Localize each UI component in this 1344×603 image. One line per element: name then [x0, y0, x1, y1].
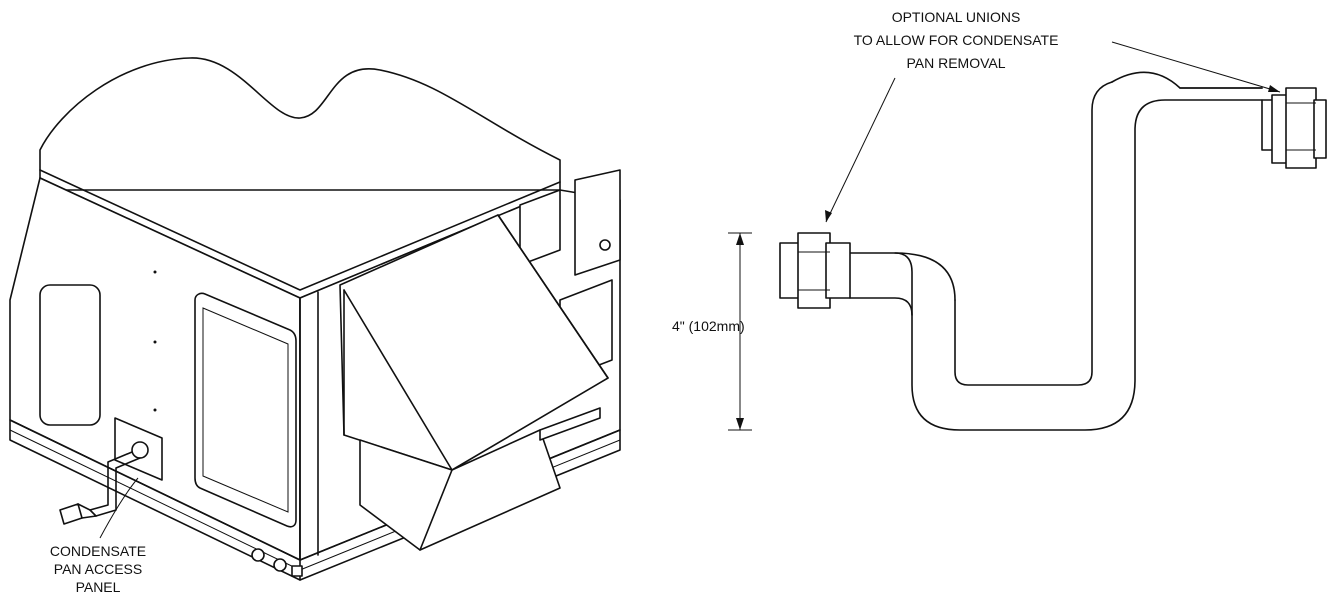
unit-break-line: [39, 57, 561, 191]
unit-top-rim: [39, 169, 561, 291]
rooftop-unit: [9, 57, 621, 581]
trap-pipe-outer: [849, 99, 1263, 431]
left-access-panel-2: [194, 292, 297, 528]
left-access-panel-1: [39, 284, 101, 426]
dimension-label: 4" (102mm): [672, 318, 745, 334]
unions-label-line-1: OPTIONAL UNIONS: [892, 9, 1021, 25]
condensate-drain-pipe: [89, 451, 133, 511]
union-left: [779, 232, 851, 309]
condensate-label: CONDENSATE PAN ACCESS PANEL: [50, 543, 146, 595]
condensate-label-line-2: PAN ACCESS: [54, 561, 142, 577]
condensate-label-line-1: CONDENSATE: [50, 543, 146, 559]
condensate-leader: [99, 477, 139, 539]
condensate-label-line-3: PANEL: [76, 579, 121, 595]
drain-fitting: [131, 441, 149, 459]
union-right: [1261, 87, 1327, 169]
union-leader-right: [1111, 41, 1281, 93]
trap-pipe-inner: [849, 297, 913, 316]
unions-label-line-3: PAN REMOVAL: [906, 55, 1005, 71]
union-leader-left: [825, 77, 896, 223]
trap-detail: 4" (102mm): [672, 41, 1327, 431]
unions-label-line-2: TO ALLOW FOR CONDENSATE: [854, 32, 1059, 48]
dimension-marker: [728, 232, 752, 431]
unions-label: OPTIONAL UNIONS TO ALLOW FOR CONDENSATE …: [854, 9, 1059, 71]
